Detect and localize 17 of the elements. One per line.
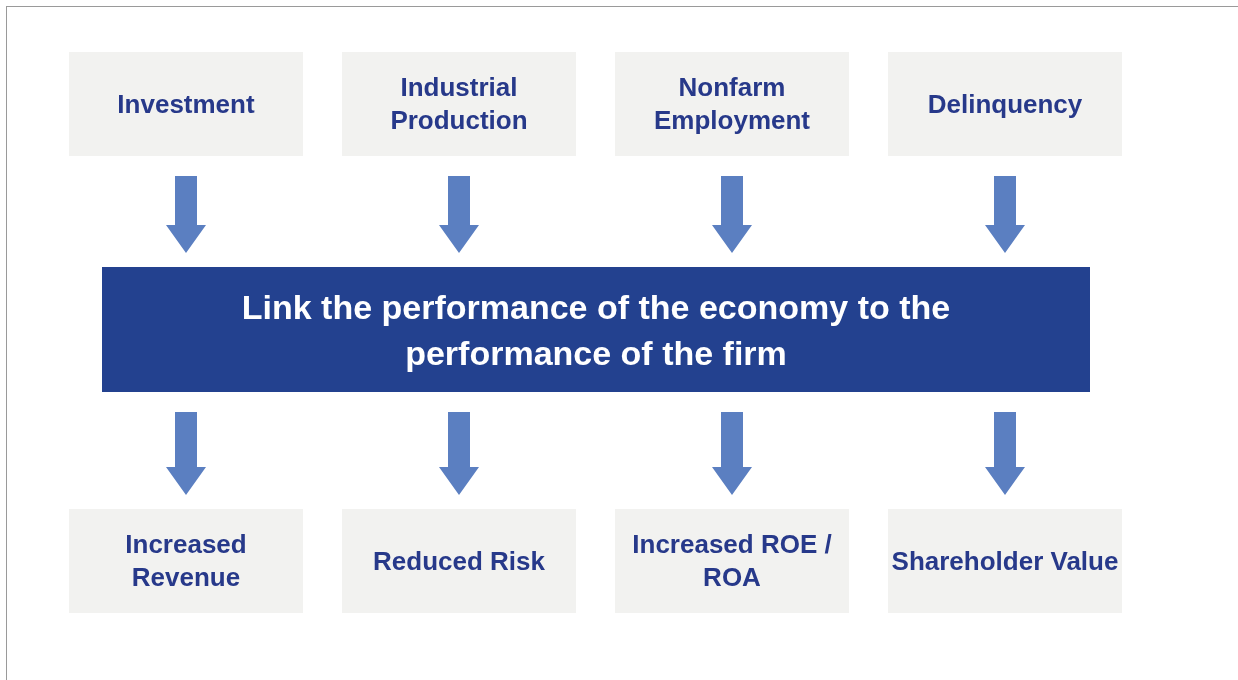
block-arrow	[712, 412, 752, 495]
label-box: Nonfarm Employment	[615, 52, 849, 156]
label-box: Industrial Production	[342, 52, 576, 156]
label-box: Shareholder Value	[888, 509, 1122, 613]
block-arrow	[712, 176, 752, 253]
label-box: Increased ROE / ROA	[615, 509, 849, 613]
block-arrow	[985, 176, 1025, 253]
block-arrow	[985, 412, 1025, 495]
banner-box: Link the performance of the economy to the performance of the firm	[102, 267, 1090, 392]
block-arrow	[166, 176, 206, 253]
block-arrow	[166, 412, 206, 495]
label-box: Delinquency	[888, 52, 1122, 156]
block-arrow	[439, 176, 479, 253]
label-box: Reduced Risk	[342, 509, 576, 613]
label-box: Increased Revenue	[69, 509, 303, 613]
label-box: Investment	[69, 52, 303, 156]
block-arrow	[439, 412, 479, 495]
